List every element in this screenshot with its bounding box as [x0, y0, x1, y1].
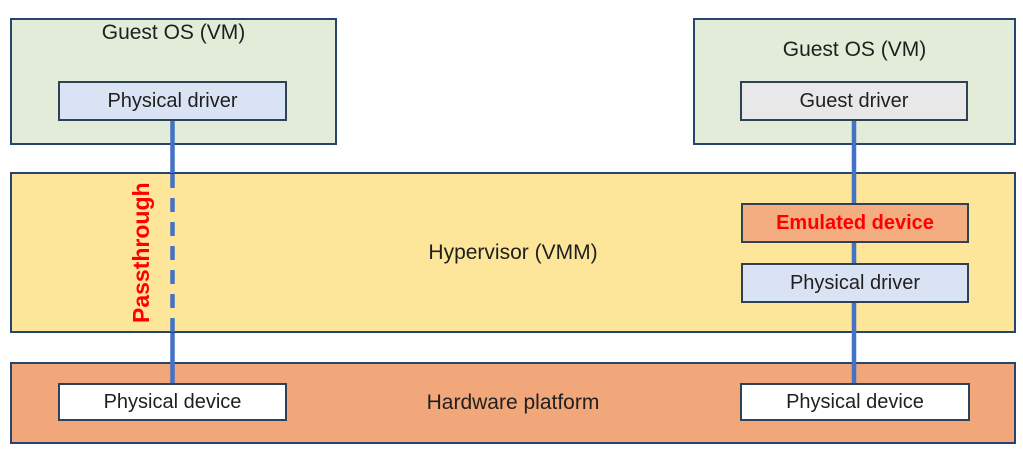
guest-driver-label: Guest driver	[799, 90, 909, 112]
passthrough-label: Passthrough	[128, 182, 154, 323]
physical-device-left-box: Physical device	[58, 383, 287, 421]
guest-os-right-title: Guest OS (VM)	[782, 38, 927, 61]
physical-device-right-box: Physical device	[740, 383, 970, 421]
physical-device-left-label: Physical device	[103, 391, 242, 413]
guest-os-left-title: Guest OS (VM)	[101, 21, 246, 44]
emulated-device-box: Emulated device	[741, 203, 969, 243]
physical-driver-guest-left-label: Physical driver	[107, 90, 238, 112]
physical-driver-guest-left-box: Physical driver	[58, 81, 287, 121]
physical-driver-hypervisor-box: Physical driver	[741, 263, 969, 303]
hypervisor-box: Hypervisor (VMM)	[10, 172, 1016, 333]
physical-device-right-label: Physical device	[786, 391, 924, 413]
physical-driver-hypervisor-label: Physical driver	[789, 272, 921, 294]
hardware-platform-title: Hardware platform	[426, 391, 600, 414]
emulated-device-label: Emulated device	[776, 212, 934, 234]
guest-driver-box: Guest driver	[740, 81, 968, 121]
hypervisor-title: Hypervisor (VMM)	[428, 240, 598, 264]
